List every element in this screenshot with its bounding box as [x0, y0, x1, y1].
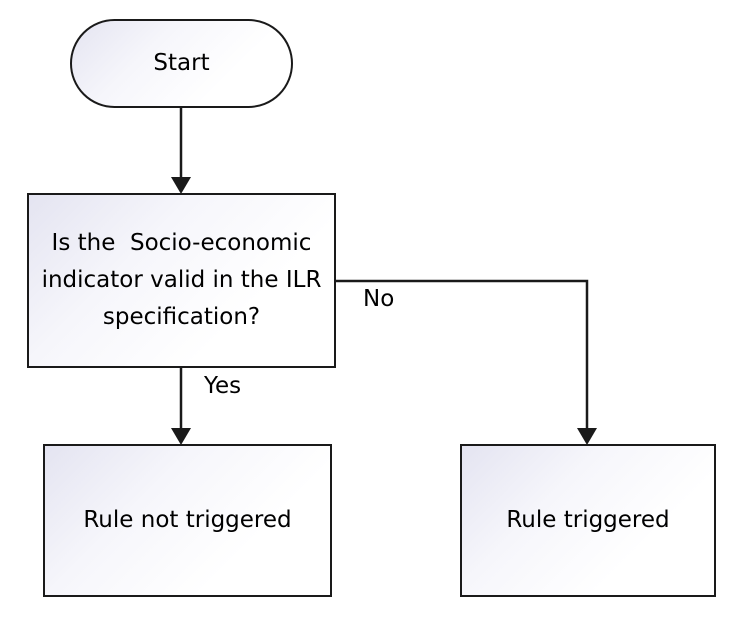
yes-edge-label: Yes — [204, 373, 242, 399]
rule-triggered-label: Rule triggered — [506, 507, 670, 533]
arrowhead-decision-to-not-triggered — [171, 428, 191, 445]
start-terminal: Start — [70, 19, 293, 108]
no-edge-label: No — [363, 286, 395, 312]
rule-not-triggered-box: Rule not triggered — [43, 444, 332, 597]
arrowhead-start-to-decision — [171, 177, 191, 194]
connector-decision-to-triggered — [336, 279, 589, 429]
arrowhead-decision-to-triggered — [577, 428, 597, 445]
start-label: Start — [153, 50, 210, 76]
rule-not-triggered-label: Rule not triggered — [83, 507, 292, 533]
decision-label: Is the Socio-economic indicator valid in… — [41, 230, 322, 330]
rule-triggered-box: Rule triggered — [460, 444, 716, 597]
decision-box: Is the Socio-economic indicator valid in… — [27, 193, 336, 368]
